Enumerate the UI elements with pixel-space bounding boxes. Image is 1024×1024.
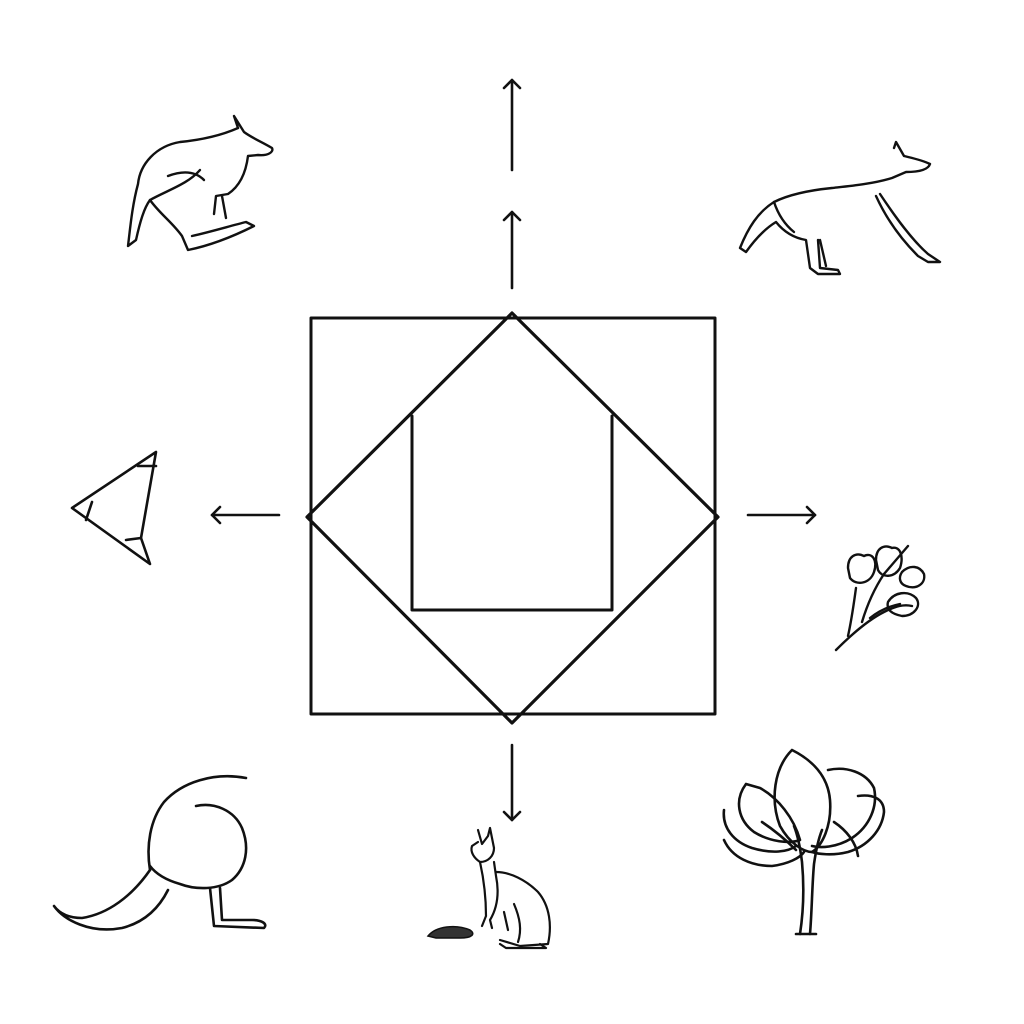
flower-branch-icon [834, 544, 926, 652]
arrows [210, 78, 817, 822]
ground-shadow [426, 925, 474, 939]
tulip-tree-icon [722, 748, 886, 936]
kangaroo-hopping-icon [126, 114, 274, 252]
inner-rectangle [410, 414, 614, 612]
kangaroo-standing-icon [426, 826, 551, 950]
kangaroo-outline-icon [52, 774, 267, 931]
triangle-shape-icon [70, 450, 158, 566]
outer-square [309, 316, 717, 716]
center-figure [305, 311, 720, 725]
middle-diamond [305, 311, 720, 725]
dingo-running-icon [738, 140, 942, 276]
